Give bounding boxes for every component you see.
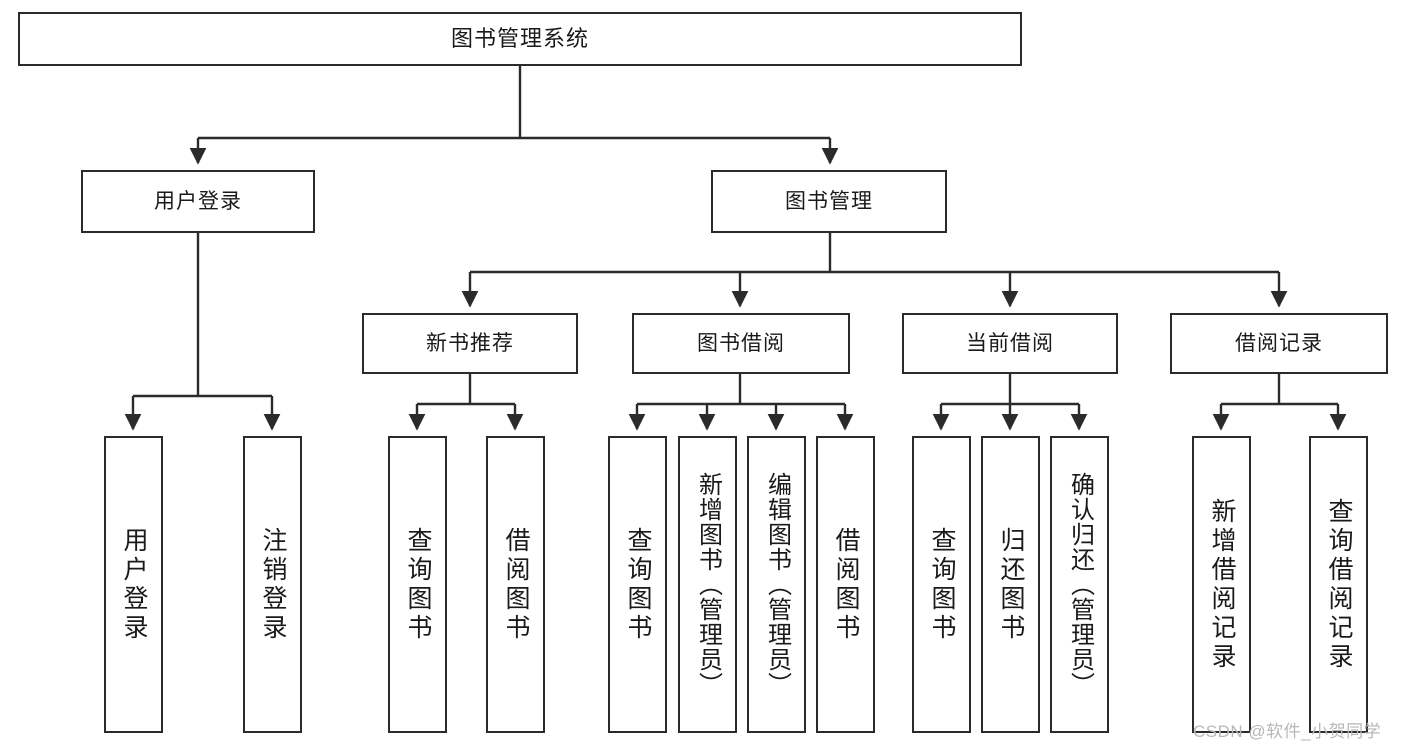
leaf-logout[interactable]: 注销登录	[243, 436, 302, 733]
node-borrow-records[interactable]: 借阅记录	[1170, 313, 1388, 374]
leaf-return-book-label: 归还图书	[997, 526, 1025, 643]
leaf-add-borrow-record[interactable]: 新增借阅记录	[1192, 436, 1251, 733]
node-book-borrow[interactable]: 图书借阅	[632, 313, 850, 374]
leaf-confirm-return-admin-label: 确认归还（管理员）	[1066, 472, 1094, 697]
leaf-query-book-borrow-label: 查询图书	[624, 526, 652, 643]
leaf-edit-book-admin-label: 编辑图书（管理员）	[763, 472, 791, 697]
leaf-add-book-admin[interactable]: 新增图书（管理员）	[678, 436, 737, 733]
leaf-query-borrow-record-label: 查询借阅记录	[1325, 497, 1353, 672]
node-new-book-recommend[interactable]: 新书推荐	[362, 313, 578, 374]
leaf-add-borrow-record-label: 新增借阅记录	[1208, 497, 1236, 672]
leaf-borrow-book-recommend[interactable]: 借阅图书	[486, 436, 545, 733]
leaf-return-book[interactable]: 归还图书	[981, 436, 1040, 733]
node-root-label: 图书管理系统	[450, 25, 589, 51]
node-current-borrow-label: 当前借阅	[966, 331, 1054, 355]
leaf-borrow-book-label: 借阅图书	[832, 526, 860, 643]
leaf-add-book-admin-label: 新增图书（管理员）	[694, 472, 722, 697]
leaf-query-book-recommend[interactable]: 查询图书	[388, 436, 447, 733]
leaf-borrow-book-recommend-label: 借阅图书	[502, 526, 530, 643]
watermark-text: CSDN @软件_小贺同学	[1193, 722, 1382, 741]
leaf-query-book-borrow[interactable]: 查询图书	[608, 436, 667, 733]
node-current-borrow[interactable]: 当前借阅	[902, 313, 1118, 374]
leaf-user-login[interactable]: 用户登录	[104, 436, 163, 733]
node-root[interactable]: 图书管理系统	[18, 12, 1022, 66]
node-new-book-recommend-label: 新书推荐	[426, 331, 514, 355]
node-user-login[interactable]: 用户登录	[81, 170, 315, 233]
node-book-management-label: 图书管理	[785, 189, 873, 213]
node-user-login-label: 用户登录	[154, 189, 242, 213]
node-borrow-records-label: 借阅记录	[1235, 331, 1323, 355]
leaf-borrow-book[interactable]: 借阅图书	[816, 436, 875, 733]
leaf-query-book-current[interactable]: 查询图书	[912, 436, 971, 733]
leaf-query-book-current-label: 查询图书	[928, 526, 956, 643]
leaf-query-book-recommend-label: 查询图书	[404, 526, 432, 643]
node-book-management[interactable]: 图书管理	[711, 170, 947, 233]
leaf-edit-book-admin[interactable]: 编辑图书（管理员）	[747, 436, 806, 733]
leaf-query-borrow-record[interactable]: 查询借阅记录	[1309, 436, 1368, 733]
leaf-user-login-label: 用户登录	[120, 526, 148, 643]
node-book-borrow-label: 图书借阅	[697, 331, 785, 355]
leaf-logout-label: 注销登录	[259, 526, 287, 643]
leaf-confirm-return-admin[interactable]: 确认归还（管理员）	[1050, 436, 1109, 733]
